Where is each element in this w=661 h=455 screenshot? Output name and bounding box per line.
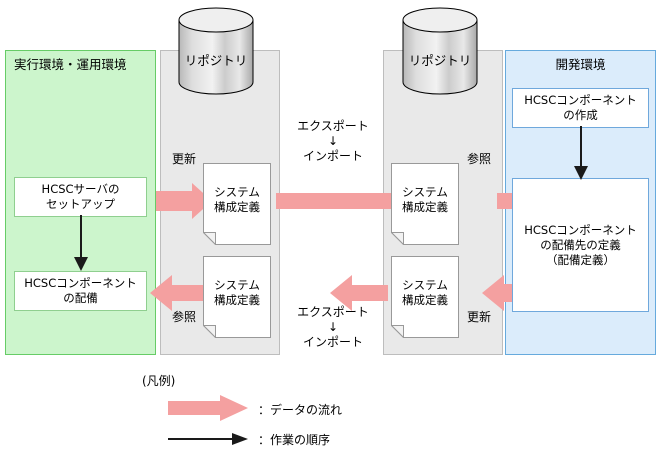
- development-environment-title: 開発環境: [555, 57, 606, 72]
- arrow-label-center-top: エクスポート ↓ インポート: [297, 119, 369, 163]
- legend-data-flow-text: ：データの流れ: [258, 403, 343, 417]
- repository-cylinder-left: リポジトリ: [176, 6, 256, 96]
- arrow-label-center-bottom: エクスポート ↓ インポート: [297, 305, 369, 349]
- arrow-label-right-top: 参照: [466, 152, 491, 166]
- document-system-config-right-top: システム 構成定義: [390, 163, 459, 246]
- legend-work-order-arrow-icon: [168, 433, 248, 445]
- data-arrow-repo-right-to-repo-left: [330, 275, 388, 311]
- document-system-config-left-top: システム 構成定義: [202, 163, 271, 246]
- work-order-arrow-execution: [74, 215, 88, 271]
- box-hcsc-component-deploy-target-definition: HCSCコンポーネント の配備先の定義 （配備定義）: [512, 178, 649, 312]
- arrow-label-left-top: 更新: [171, 152, 196, 166]
- data-arrow-exec-to-repo-left: [156, 183, 212, 219]
- work-order-arrow-development: [574, 126, 588, 180]
- arrow-label-right-bottom: 更新: [466, 310, 491, 324]
- box-hcsc-server-setup: HCSCサーバの セットアップ: [14, 177, 147, 217]
- data-arrow-repo-left-to-exec: [150, 275, 212, 311]
- box-hcsc-component-deploy: HCSCコンポーネント の配備: [14, 271, 147, 311]
- legend-work-order-text: ：作業の順序: [258, 433, 331, 447]
- legend-title: (凡例): [142, 374, 176, 388]
- data-arrow-repo-left-to-repo-right: [276, 183, 440, 219]
- legend-data-flow-arrow-icon: [168, 395, 248, 421]
- document-system-config-left-bottom: システム 構成定義: [202, 256, 271, 339]
- repository-cylinder-right: リポジトリ: [400, 6, 480, 96]
- document-system-config-right-bottom: システム 構成定義: [390, 256, 459, 339]
- execution-environment-title: 実行環境・運用環境: [14, 57, 127, 72]
- box-hcsc-component-create: HCSCコンポーネント の作成: [512, 88, 649, 128]
- arrow-label-left-bottom: 参照: [171, 310, 196, 324]
